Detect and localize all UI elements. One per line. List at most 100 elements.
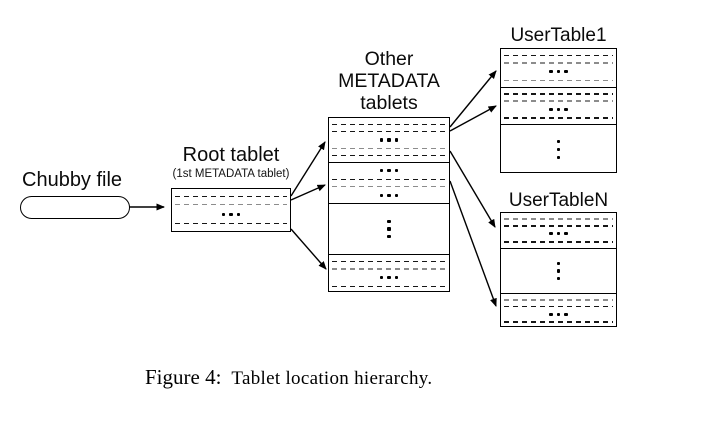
dot [556,70,561,74]
metadata-tablets-box [328,117,450,292]
tablet-section [501,87,616,124]
tablet-section [329,254,449,293]
dot [379,169,384,173]
dot [387,276,391,280]
figure-caption: Figure 4: Tablet location hierarchy. [145,365,432,390]
dashed-row [504,100,613,103]
dot [556,269,561,273]
arrow-meta-to-usertable1-section1 [449,70,497,128]
dashed-row [332,285,446,288]
dot [379,276,384,280]
ellipsis-row [501,232,616,236]
dot [549,312,553,316]
dot [387,193,391,197]
vertical-ellipsis [501,125,616,174]
ellipsis-row [501,107,616,112]
dashed-row [332,185,446,188]
dashed-row [504,54,613,57]
figure-caption-text: Tablet location hierarchy. [231,368,433,389]
dashed-row [504,225,613,227]
dot [556,147,561,152]
dot [556,232,561,236]
metadata-label-line2: METADATA [338,70,440,92]
dot [221,212,226,216]
arrow-root-to-meta-section2 [290,184,326,201]
metadata-tablets-label: Other METADATA tablets [328,48,450,114]
figure-caption-number: Figure 4: [145,365,222,389]
dashed-row [332,154,446,157]
dashed-row [175,195,287,198]
tablet-section [501,124,616,174]
dot [556,277,561,281]
arrow-meta-to-usertableN-section1 [449,150,496,228]
tablet-section [501,213,616,248]
metadata-label-line3: tablets [360,92,418,114]
dot [236,212,241,216]
dashed-row [504,241,613,243]
dashed-row [504,79,613,82]
dot [387,219,391,223]
dot [564,70,568,74]
dot [556,261,561,265]
dot [556,140,561,144]
usertable1-label: UserTable1 [510,25,607,46]
arrow-meta-to-usertableN-section3 [449,180,497,307]
dashed-row [504,116,613,119]
dot [564,312,568,316]
ellipsis-row [172,212,290,216]
dot [564,232,568,236]
dot [387,227,391,231]
vertical-ellipsis [501,249,616,293]
dashed-row [504,321,613,323]
usertable1-box [500,48,617,173]
ellipsis-row [329,193,449,197]
tablet-section [501,293,616,328]
dashed-row [332,123,446,126]
dot [379,193,384,197]
dot [229,212,233,216]
dot [379,138,384,142]
chubby-file-label: Chubby file [22,169,123,191]
dot [556,312,561,316]
dashed-row [332,260,446,263]
dot [394,169,399,173]
dot [549,107,553,112]
dashed-row [175,203,287,206]
ellipsis-row [329,276,449,280]
dot [387,235,391,239]
tablet-section [172,189,290,231]
dashed-row [504,62,613,64]
tablet-section [501,49,616,87]
ellipsis-row [501,70,616,74]
dashed-row [504,93,613,96]
dashed-row [175,222,287,225]
root-tablet-sublabel: (1st METADATA tablet) [172,168,290,180]
dot [549,70,553,74]
root-tablet-box [171,188,291,232]
dot [387,138,391,142]
dashed-row [504,218,613,220]
dot [394,193,399,197]
metadata-label-line1: Other [364,48,414,70]
tablet-section [329,203,449,254]
dashed-row [332,147,446,150]
tablet-section [329,162,449,203]
chubby-file-node [20,196,130,219]
usertableN-label: UserTableN [508,190,609,211]
dashed-row [332,268,446,270]
arrow-root-to-meta-section4 [290,228,327,270]
arrow-meta-to-usertable1-section2 [449,105,497,132]
dashed-row [332,178,446,181]
tablet-section [501,248,616,293]
dot [387,169,391,173]
ellipsis-row [329,169,449,173]
usertableN-box [500,212,617,327]
tablet-section [329,118,449,162]
dashed-row [332,130,446,133]
ellipsis-row [329,138,449,142]
dashed-row [504,305,613,308]
dot [556,155,561,159]
dashed-row [504,299,613,301]
dot [549,232,553,236]
